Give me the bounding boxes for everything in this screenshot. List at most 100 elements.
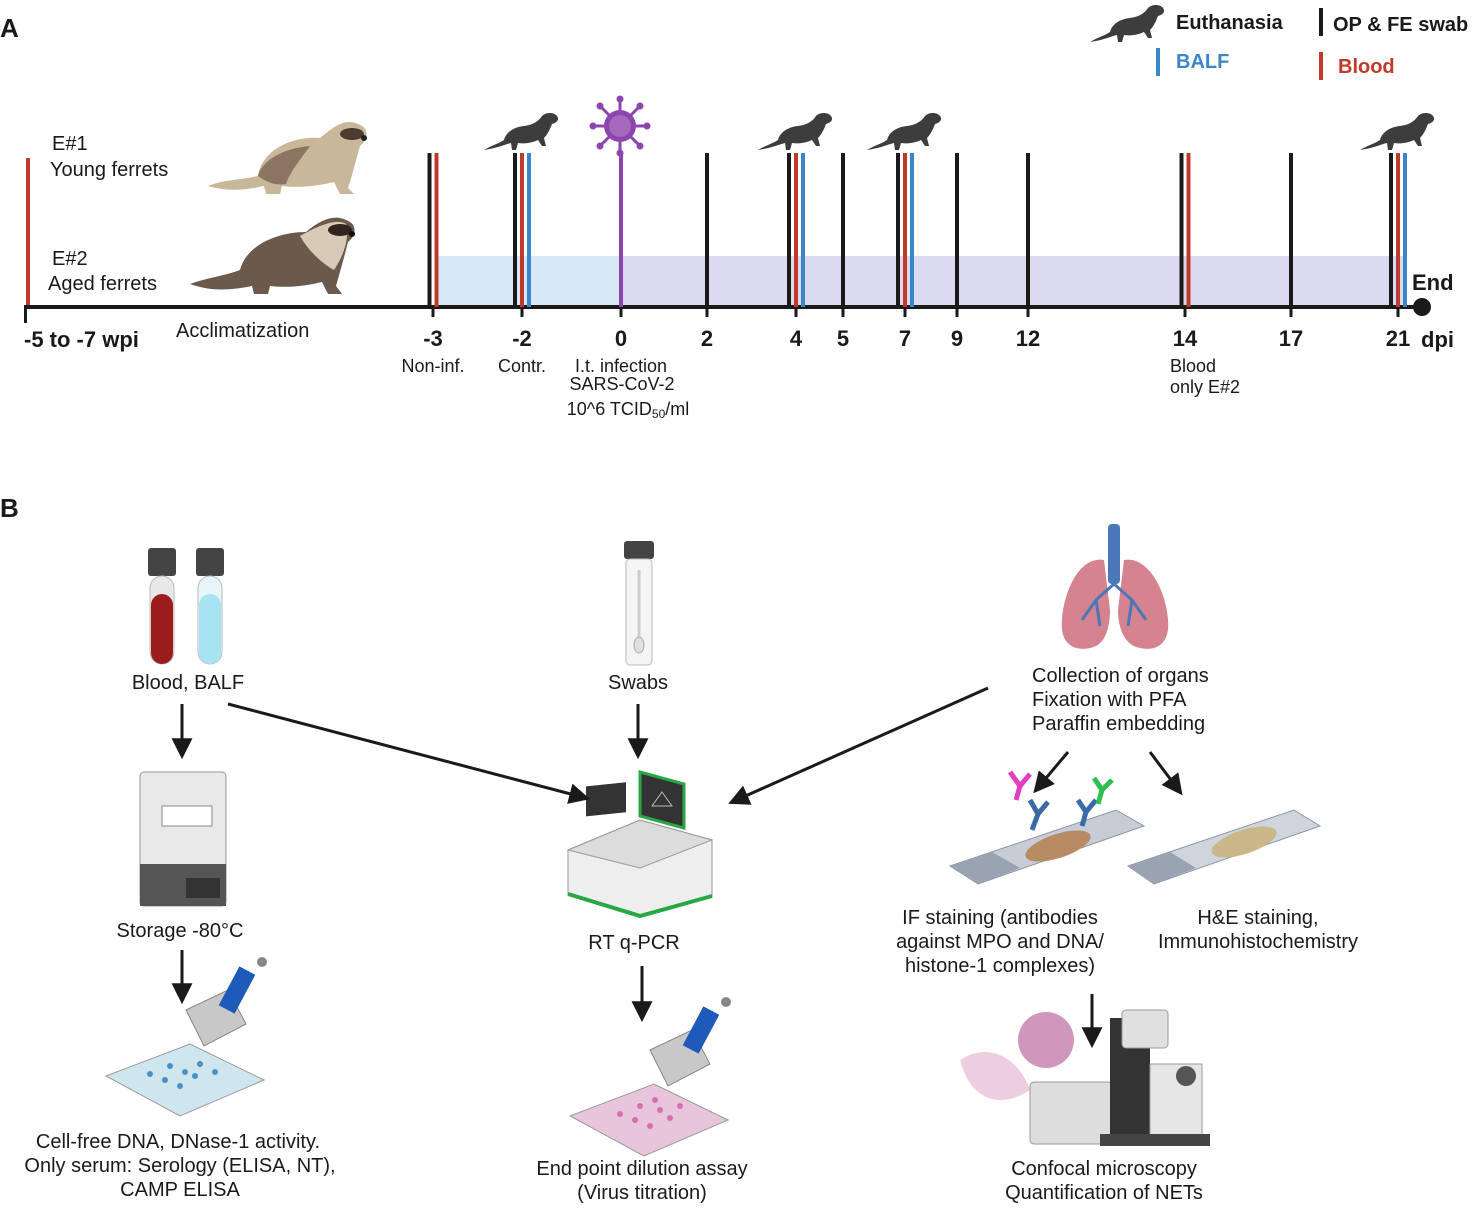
- arrow-organs-to-he: [1148, 751, 1183, 796]
- pipette-plate-middle-icon: [568, 997, 731, 1157]
- tick-day-17: [1289, 307, 1293, 317]
- blood-mark-day-14: [1186, 153, 1191, 307]
- tick-day-4: [794, 307, 798, 317]
- he-staining-label-2: Immunohistochemistry: [1158, 931, 1358, 953]
- swab-mark-day-minus2: [513, 153, 517, 307]
- organs-label-3: Paraffin embedding: [1032, 713, 1205, 735]
- blood-tube-icon: [148, 548, 176, 665]
- euthanasia-icon-day-minus2: [484, 113, 559, 150]
- swab-mark-day-minus3: [427, 153, 432, 307]
- balf-mark-day-minus2: [527, 153, 531, 307]
- freezer-icon: [139, 771, 227, 907]
- day-note-day-minus3: Non-inf.: [401, 356, 464, 376]
- arrow-blood-to-pcr: [227, 702, 591, 804]
- tick-day-minus2: [520, 307, 524, 317]
- pipette-plate-left-icon: [104, 957, 267, 1117]
- day-label-day-7: 7: [899, 326, 911, 351]
- confocal-label-1: Confocal microscopy: [1011, 1158, 1197, 1180]
- blood-mark-day-7: [903, 153, 907, 307]
- lungs-icon: [1061, 524, 1169, 649]
- legend-balf-mark: [1156, 48, 1160, 76]
- group-e1-id: E#1: [52, 133, 88, 155]
- confocal-microscope-icon: [960, 1009, 1210, 1146]
- blood-mark-day-4: [794, 153, 798, 307]
- rtpcr-label: RT q-PCR: [588, 932, 680, 954]
- day-note-day-0: I.t. infection: [575, 356, 667, 376]
- legend-swab-mark: [1319, 8, 1323, 36]
- storage-label: Storage -80°C: [117, 920, 244, 942]
- dpi-label: dpi: [1421, 327, 1454, 352]
- day-label-day-17: 17: [1279, 326, 1303, 351]
- balf-mark-day-4: [801, 153, 805, 307]
- start-label: -5 to -7 wpi: [24, 327, 139, 352]
- endpoint-label-1: End point dilution assay: [536, 1158, 747, 1180]
- legend-swab: OP & FE swab: [1333, 14, 1468, 36]
- legend-blood: Blood: [1338, 56, 1395, 78]
- legend-blood-mark: [1319, 52, 1323, 80]
- swab-mark-day-5: [841, 153, 845, 307]
- swab-mark-day-14: [1179, 153, 1184, 307]
- timeline-axis: [24, 305, 1422, 309]
- end-label: End: [1412, 270, 1454, 295]
- if-staining-label-3: histone-1 complexes): [905, 955, 1095, 977]
- tick-day-9: [955, 307, 959, 317]
- day-label-day-minus3: -3: [423, 326, 443, 351]
- pcr-machine-icon: [566, 770, 714, 919]
- balf-mark-day-7: [910, 153, 914, 307]
- if-staining-label-2: against MPO and DNA/: [896, 931, 1104, 953]
- cellfree-label-3: CAMP ELISA: [120, 1179, 240, 1201]
- virus-icon: [589, 95, 651, 157]
- tick-day-0: [619, 307, 623, 317]
- day-label-day-21: 21: [1386, 326, 1410, 351]
- day-label-day-9: 9: [951, 326, 963, 351]
- infection-mark: [619, 152, 623, 307]
- acclimatization-label: Acclimatization: [176, 320, 309, 342]
- group-e1-name: Young ferrets: [50, 159, 168, 181]
- balf-tube-icon: [196, 548, 224, 665]
- day-note-day-14: Blood: [1170, 356, 1216, 376]
- he-slide-icon: [1126, 809, 1322, 885]
- infection-virus-label: SARS-CoV-2: [569, 374, 674, 394]
- swab-mark-day-2: [705, 153, 709, 307]
- legend: Euthanasia OP & FE swab BALF Blood: [1090, 5, 1468, 80]
- swabs-label: Swabs: [608, 672, 668, 694]
- tick-day-21: [1396, 307, 1400, 317]
- blood-mark-day-minus3: [434, 153, 439, 307]
- organs-label-2: Fixation with PFA: [1032, 689, 1187, 711]
- blood-mark-day-21: [1396, 153, 1400, 307]
- blood-14-note-line2: only E#2: [1170, 377, 1240, 397]
- tick-day-minus3: [431, 307, 435, 317]
- legend-euthanasia: Euthanasia: [1176, 12, 1284, 34]
- blood-balf-label: Blood, BALF: [132, 672, 244, 694]
- day-label-day-minus2: -2: [512, 326, 532, 351]
- he-staining-label-1: H&E staining,: [1197, 907, 1318, 929]
- day-note-day-minus2: Contr.: [498, 356, 546, 376]
- group-e2-id: E#2: [52, 248, 88, 270]
- euthanasia-icon-day-7: [867, 113, 942, 150]
- panel-a-label: A: [0, 13, 19, 43]
- cellfree-label-1: Cell-free DNA, DNase-1 activity.: [36, 1131, 320, 1153]
- arrow-organs-to-pcr: [728, 686, 989, 805]
- swab-mark-day-21: [1389, 153, 1393, 307]
- group-e2-name: Aged ferrets: [48, 273, 157, 295]
- blood-mark-day-minus2: [520, 153, 524, 307]
- tick-day-5: [841, 307, 845, 317]
- swab-mark-day-4: [787, 153, 791, 307]
- start-tick: [24, 305, 27, 323]
- day-label-day-5: 5: [837, 326, 849, 351]
- if-staining-label-1: IF staining (antibodies: [902, 907, 1098, 929]
- day-label-day-14: 14: [1173, 326, 1198, 351]
- euthanasia-icon-day-21: [1360, 113, 1435, 150]
- tick-day-14: [1183, 307, 1187, 317]
- swab-mark-day-17: [1289, 153, 1293, 307]
- panel-b-label: B: [0, 493, 19, 523]
- tick-day-2: [705, 307, 709, 317]
- legend-balf: BALF: [1176, 51, 1229, 73]
- day-label-day-12: 12: [1016, 326, 1040, 351]
- confocal-label-2: Quantification of NETs: [1005, 1182, 1203, 1204]
- tick-day-7: [903, 307, 907, 317]
- swab-tube-icon: [624, 541, 654, 666]
- day-label-day-4: 4: [790, 326, 803, 351]
